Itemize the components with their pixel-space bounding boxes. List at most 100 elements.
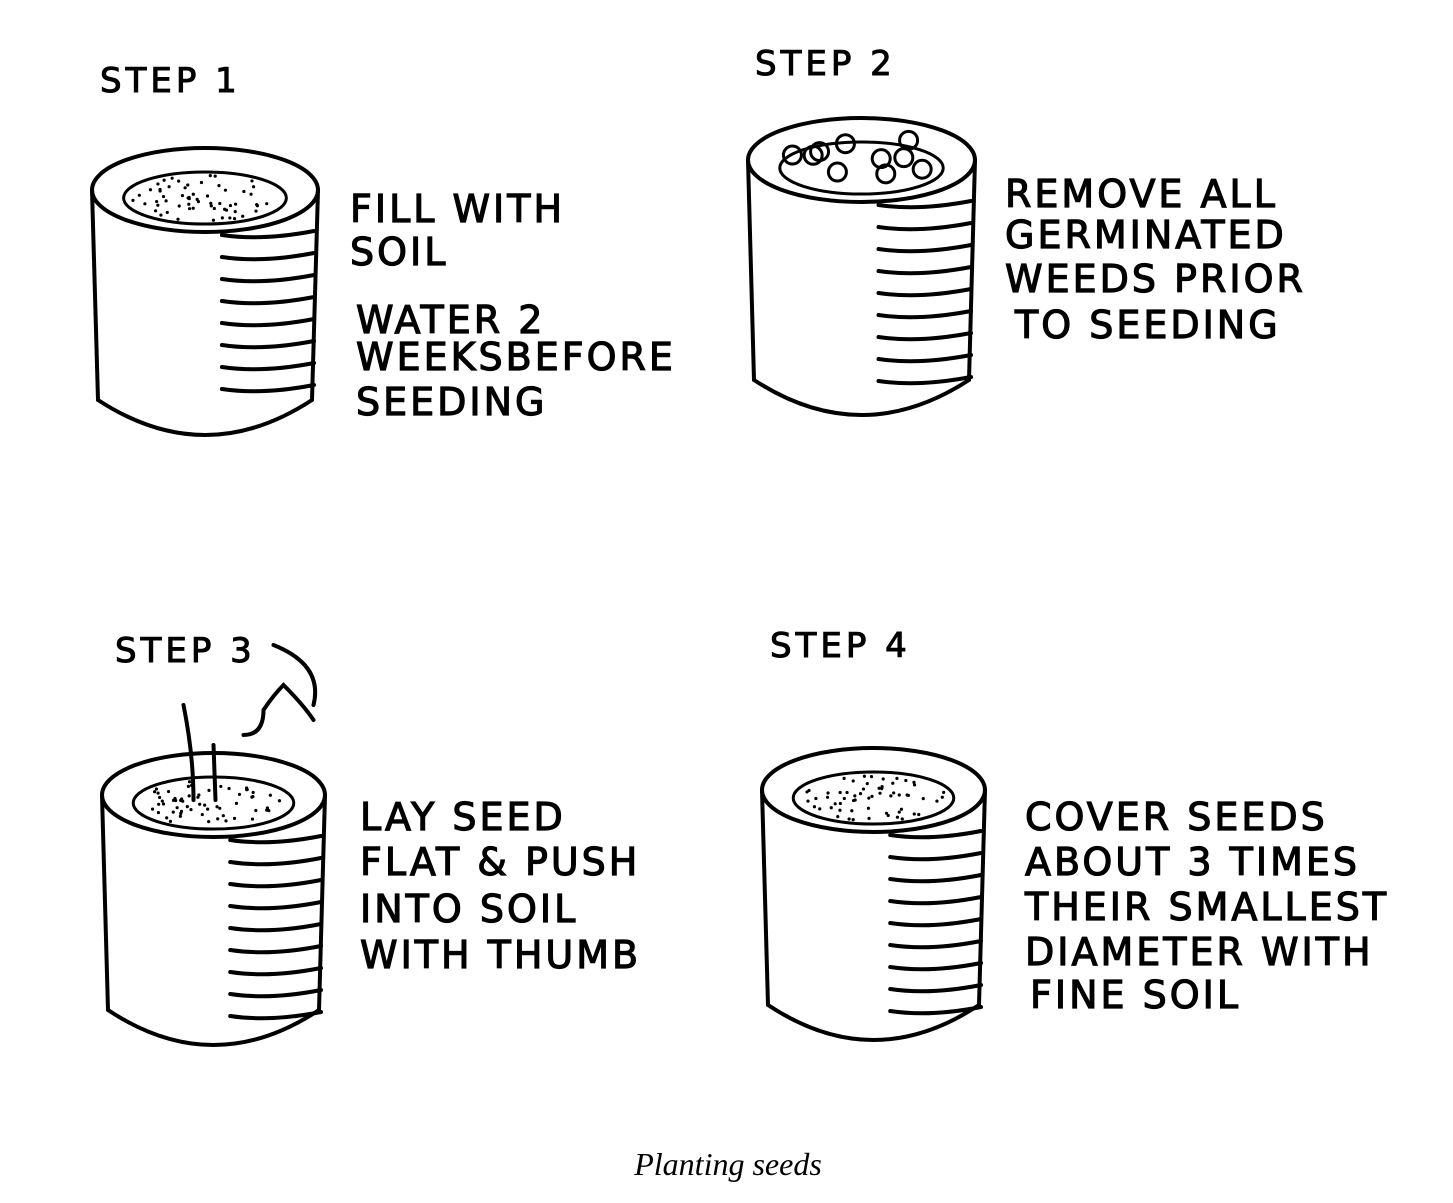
step-2-label: STEP 2 bbox=[755, 44, 896, 84]
soil-speck bbox=[213, 207, 216, 210]
soil-speck bbox=[878, 792, 881, 795]
soil-speck bbox=[207, 820, 210, 823]
soil-speck bbox=[250, 795, 253, 798]
soil-speck bbox=[214, 174, 217, 177]
soil-speck bbox=[870, 775, 873, 778]
soil-speck bbox=[157, 811, 160, 814]
soil-speck bbox=[882, 777, 885, 780]
soil-speck bbox=[192, 193, 195, 196]
soil-speck bbox=[228, 216, 231, 219]
soil-speck bbox=[913, 812, 916, 815]
soil-speck bbox=[896, 816, 899, 819]
soil-speck bbox=[171, 177, 174, 180]
soil-speck bbox=[892, 791, 895, 794]
soil-speck bbox=[224, 189, 227, 192]
soil-speck bbox=[252, 791, 255, 794]
soil-speck bbox=[187, 203, 190, 206]
can-shading-line bbox=[222, 319, 314, 325]
can-shading-line bbox=[230, 968, 321, 974]
soil-speck bbox=[867, 807, 870, 810]
soil-surface bbox=[124, 172, 287, 224]
soil-speck bbox=[838, 809, 841, 812]
soil-speck bbox=[836, 815, 839, 818]
soil-speck bbox=[278, 799, 281, 802]
soil-speck bbox=[155, 200, 158, 203]
step-1-text-line: WEEKSBEFORE bbox=[356, 335, 676, 379]
step-3-text-line: LAY SEED bbox=[360, 795, 566, 839]
soil-speck bbox=[179, 815, 182, 818]
soil-speck bbox=[154, 209, 157, 212]
can-shading-line bbox=[879, 223, 971, 229]
can-shading-line bbox=[890, 985, 981, 991]
soil-speck bbox=[227, 787, 230, 790]
soil-speck bbox=[249, 193, 252, 196]
soil-speck bbox=[218, 202, 221, 205]
soil-speck bbox=[254, 209, 257, 212]
soil-speck bbox=[843, 797, 846, 800]
soil-speck bbox=[238, 793, 241, 796]
soil-speck bbox=[178, 204, 181, 207]
soil-speck bbox=[806, 799, 809, 802]
soil-speck bbox=[269, 794, 272, 797]
soil-speck bbox=[870, 795, 873, 798]
can-with-soil bbox=[92, 148, 318, 435]
step-1-text-line: SOIL bbox=[350, 230, 448, 274]
soil-speck bbox=[181, 194, 184, 197]
soil-speck bbox=[198, 803, 201, 806]
can-shading-line bbox=[222, 363, 314, 369]
can-with-weeds bbox=[748, 118, 975, 415]
can-shading-line bbox=[890, 897, 981, 903]
soil-speck bbox=[161, 799, 164, 802]
soil-speck bbox=[224, 819, 227, 822]
soil-speck bbox=[813, 805, 816, 808]
can-shading-line bbox=[890, 963, 981, 969]
soil-speck bbox=[207, 789, 210, 792]
soil-speck bbox=[188, 780, 191, 783]
soil-speck bbox=[898, 810, 901, 813]
soil-speck bbox=[907, 794, 910, 797]
soil-speck bbox=[848, 817, 851, 820]
can-shading-line bbox=[230, 858, 321, 864]
step-3-text-line: INTO SOIL bbox=[360, 887, 578, 931]
step-4-text-line: FINE SOIL bbox=[1030, 973, 1241, 1017]
step-3-text-line: WITH THUMB bbox=[360, 933, 641, 977]
soil-speck bbox=[265, 809, 268, 812]
step-1-text-line: FILL WITH bbox=[350, 187, 565, 231]
soil-speck bbox=[221, 216, 224, 219]
soil-speck bbox=[156, 792, 159, 795]
soil-speck bbox=[163, 179, 166, 182]
soil-speck bbox=[186, 805, 189, 808]
soil-speck bbox=[880, 785, 883, 788]
soil-speck bbox=[209, 202, 212, 205]
soil-speck bbox=[151, 808, 154, 811]
soil-speck bbox=[162, 195, 165, 198]
soil-speck bbox=[222, 814, 225, 817]
soil-speck bbox=[235, 802, 238, 805]
soil-speck bbox=[177, 180, 180, 183]
soil-speck bbox=[859, 792, 862, 795]
can-shading-line bbox=[879, 245, 971, 251]
soil-speck bbox=[159, 213, 162, 216]
soil-speck bbox=[242, 190, 245, 193]
soil-speck bbox=[885, 812, 888, 815]
soil-speck bbox=[197, 793, 200, 796]
soil-speck bbox=[158, 188, 161, 191]
soil-speck bbox=[863, 775, 866, 778]
soil-speck bbox=[216, 817, 219, 820]
can-shading-line bbox=[890, 875, 981, 881]
soil-speck bbox=[234, 203, 237, 206]
soil-speck bbox=[900, 808, 903, 811]
soil-speck bbox=[162, 802, 165, 805]
soil-speck bbox=[215, 805, 218, 808]
step-4-label: STEP 4 bbox=[770, 626, 911, 666]
soil-speck bbox=[895, 777, 898, 780]
soil-speck bbox=[853, 794, 856, 797]
soil-speck bbox=[830, 806, 833, 809]
soil-speck bbox=[889, 794, 892, 797]
soil-speck bbox=[153, 790, 156, 793]
soil-speck bbox=[187, 785, 190, 788]
step-2-text-line: REMOVE ALL bbox=[1005, 172, 1278, 216]
can-shading-line bbox=[230, 990, 321, 996]
soil-speck bbox=[913, 783, 916, 786]
soil-speck bbox=[901, 817, 904, 820]
